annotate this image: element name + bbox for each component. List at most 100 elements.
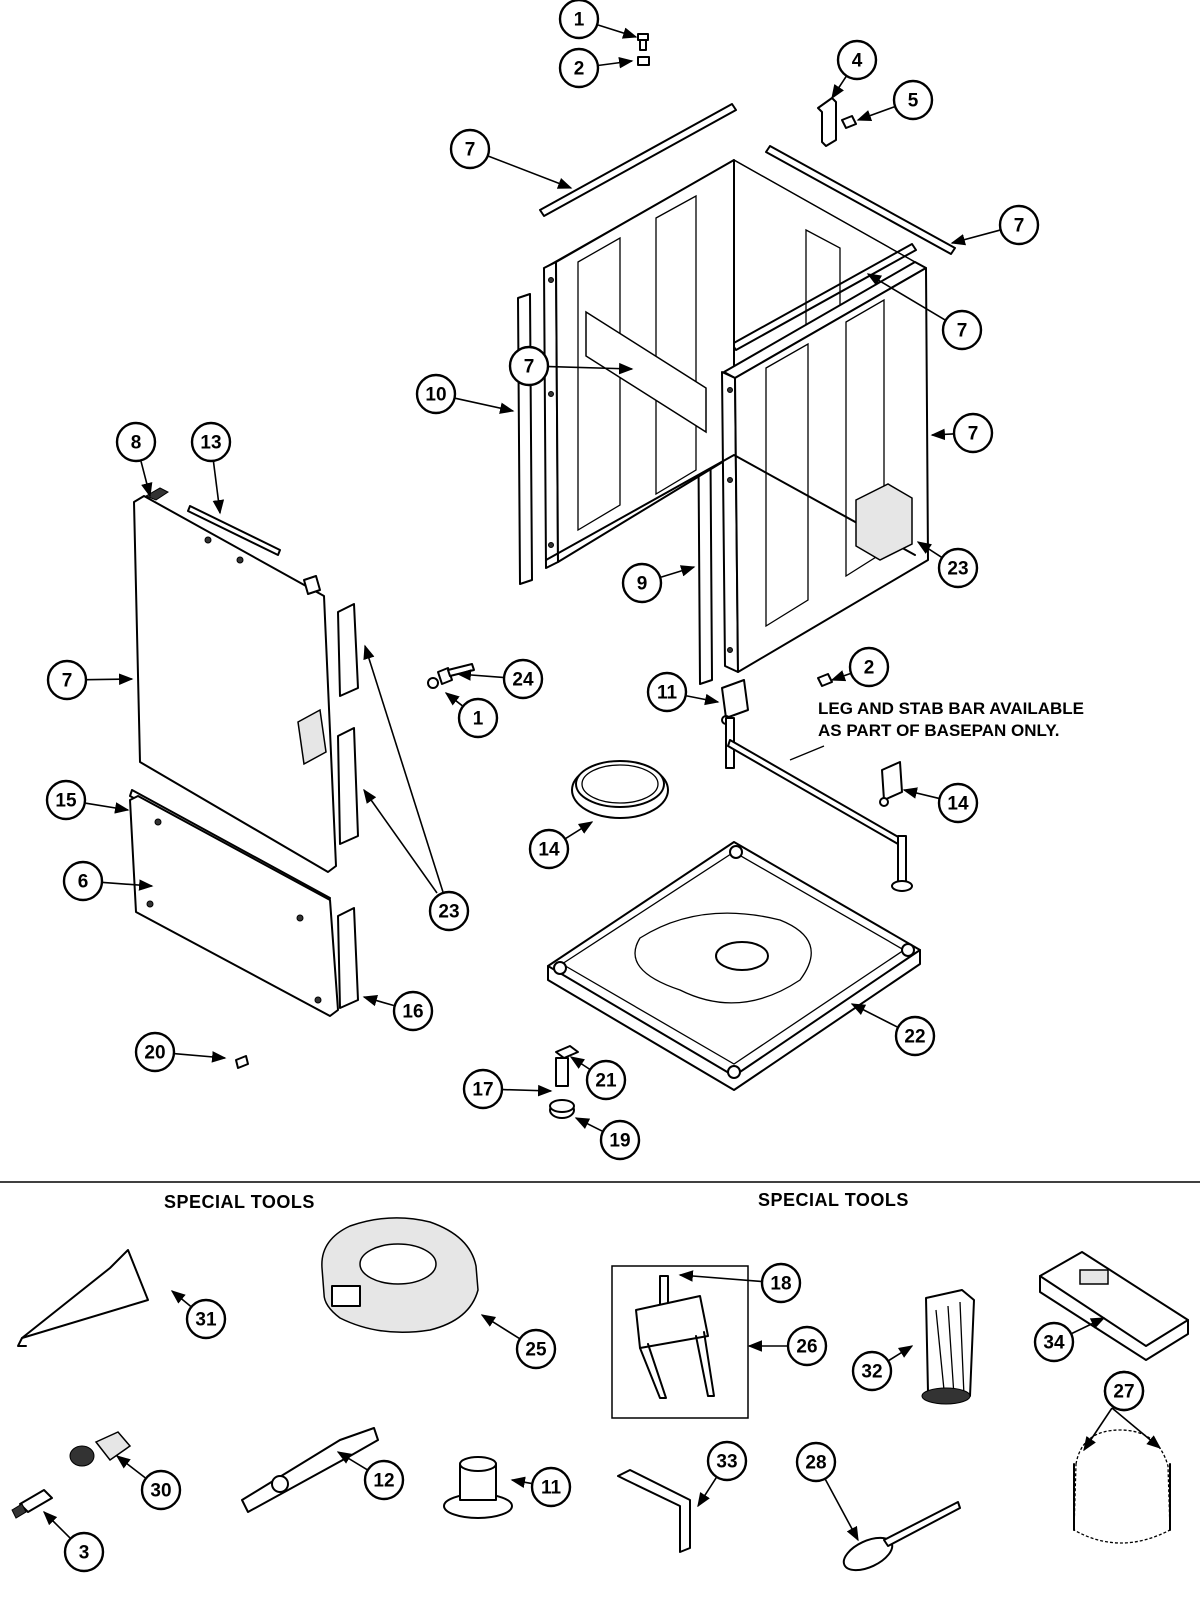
- callout-number: 7: [968, 424, 979, 445]
- cover-tool: [1039, 1251, 1189, 1361]
- callout-number: 7: [465, 140, 476, 161]
- bracket-part: [817, 97, 857, 147]
- leader-arrow-33: [1083, 1407, 1113, 1452]
- leader-arrow-2: [598, 56, 634, 69]
- callout-number: 7: [62, 671, 73, 692]
- callout-number: 4: [852, 51, 863, 72]
- strip-top-left: [539, 103, 737, 217]
- callout-1: 1: [457, 697, 499, 739]
- bracket-tool: [617, 1469, 691, 1553]
- puller-tool: [611, 1265, 749, 1419]
- callout-1: 1: [558, 0, 600, 40]
- foam-pads-part: [337, 603, 359, 845]
- strip-top-right: [765, 145, 956, 255]
- callout-19: 19: [599, 1119, 641, 1161]
- callout-16: 16: [392, 990, 434, 1032]
- callout-28: 28: [795, 1441, 837, 1483]
- callout-number: 11: [657, 683, 678, 704]
- leader-arrow-21: [569, 1056, 590, 1070]
- leader-arrows: [42, 24, 1162, 1542]
- leader-arrow-28: [824, 1479, 859, 1542]
- callout-number: 23: [438, 902, 459, 923]
- callout-number: 14: [538, 840, 560, 861]
- callout-number: 15: [55, 791, 77, 812]
- leader-arrow-20: [174, 1051, 227, 1063]
- callout-number: 2: [574, 59, 585, 80]
- wrench-tool: [241, 1427, 379, 1513]
- callout-number: 8: [131, 433, 142, 454]
- callout-11: 11: [646, 671, 688, 713]
- callout-7: 7: [941, 309, 983, 351]
- leader-arrow-3: [42, 1510, 71, 1539]
- leader-arrow-10: [455, 397, 515, 414]
- cabinet-part: [542, 158, 929, 673]
- basepan-part: [547, 841, 921, 1091]
- leader-arrow-13: [212, 461, 225, 515]
- clip-small-part: [817, 673, 833, 687]
- callout-10: 10: [415, 373, 457, 415]
- leader-arrow-24: [456, 669, 504, 681]
- leader-arrow-14: [565, 821, 594, 840]
- note-line-1: LEG AND STAB BAR AVAILABLE: [818, 699, 1084, 718]
- leader-arrow-1: [444, 692, 463, 707]
- callout-number: 28: [805, 1453, 826, 1474]
- leader-arrow-31: [170, 1290, 192, 1307]
- callout-number: 16: [402, 1002, 423, 1023]
- leader-arrow-14: [902, 787, 939, 800]
- socket-tool: [443, 1456, 513, 1519]
- callout-21: 21: [585, 1059, 627, 1101]
- leader-arrow-7: [866, 273, 946, 321]
- leader-arrow-11: [686, 693, 720, 706]
- leader-arrow-34: [1071, 1317, 1106, 1335]
- ring-block-tool: [321, 1217, 479, 1334]
- center-panel-part: [585, 310, 707, 434]
- callout-14: 14: [528, 828, 570, 870]
- brush-tool: [842, 1501, 961, 1572]
- callout-number: 34: [1043, 1333, 1065, 1354]
- leader-arrow-15: [85, 802, 130, 814]
- callout-13: 13: [190, 421, 232, 463]
- callout-number: 21: [595, 1071, 617, 1092]
- pad-part: [337, 907, 359, 1009]
- callout-7: 7: [952, 412, 994, 454]
- callout-18: 18: [760, 1262, 802, 1304]
- callout-4: 4: [836, 39, 878, 81]
- leader-arrow-11: [510, 1476, 532, 1488]
- callout-number: 33: [716, 1452, 737, 1473]
- callout-23: 23: [428, 890, 470, 932]
- callout-number: 11: [541, 1478, 562, 1499]
- callout-number: 31: [195, 1310, 217, 1331]
- callout-2: 2: [848, 646, 890, 688]
- bolt-part: [549, 1045, 579, 1119]
- special-tools-heading-left: SPECIAL TOOLS: [164, 1192, 315, 1212]
- leader-arrow-7: [86, 673, 134, 685]
- leader-arrow-33: [1111, 1407, 1162, 1449]
- leader-arrow-17: [502, 1084, 553, 1097]
- callout-number: 7: [957, 321, 968, 342]
- leader-arrow-30: [115, 1455, 146, 1479]
- callout-number: 19: [609, 1131, 630, 1152]
- callout-number: 30: [150, 1481, 171, 1502]
- filter-tool: [921, 1289, 975, 1405]
- callout-2: 2: [558, 47, 600, 89]
- leader-arrow-16: [362, 995, 394, 1007]
- callout-11: 11: [530, 1466, 572, 1508]
- callout-7: 7: [449, 128, 491, 170]
- callout-7: 7: [508, 345, 550, 387]
- leader-arrow-23: [916, 541, 942, 558]
- hook-tool: [17, 1249, 149, 1347]
- callout-number: 13: [200, 433, 221, 454]
- leader-arrow-32: [888, 1345, 914, 1362]
- callout-number: 27: [1113, 1382, 1134, 1403]
- callout-12: 12: [363, 1459, 405, 1501]
- leader-arrow-6: [102, 879, 154, 891]
- callout-number: 9: [637, 574, 648, 595]
- special-tools-heading-right: SPECIAL TOOLS: [758, 1190, 909, 1210]
- callout-31: 31: [185, 1298, 227, 1340]
- callout-33: 33: [706, 1440, 748, 1482]
- callout-7: 7: [998, 204, 1040, 246]
- note-line-2: AS PART OF BASEPAN ONLY.: [818, 721, 1060, 740]
- callout-30: 30: [140, 1469, 182, 1511]
